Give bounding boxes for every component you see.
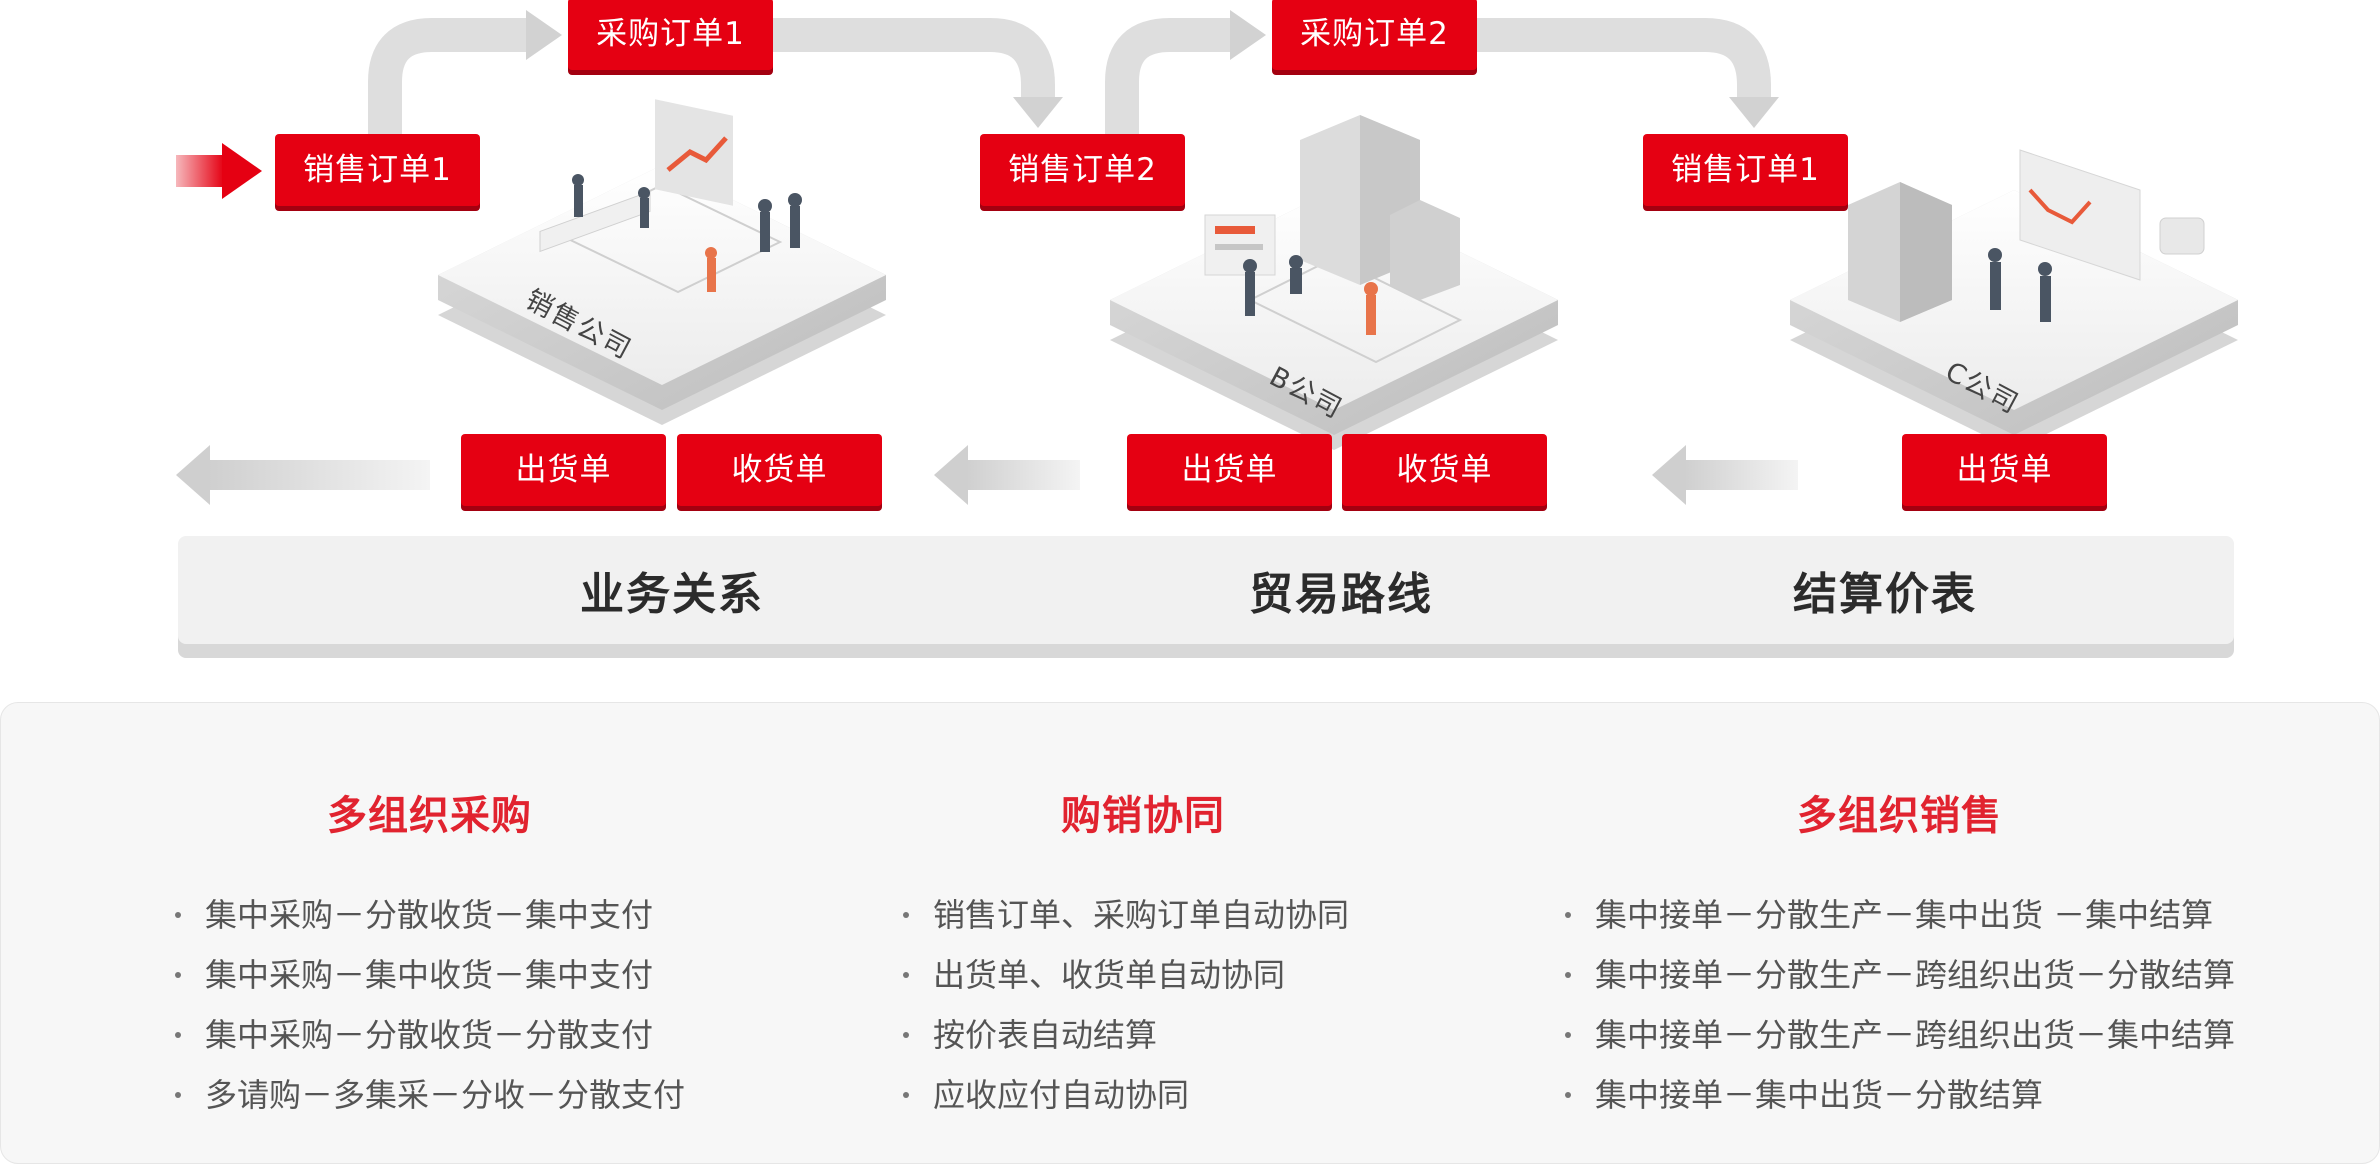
list-item: 集中接单－分散生产－集中出货 －集中结算 xyxy=(1565,885,2235,945)
list-item-text: 应收应付自动协同 xyxy=(933,1076,1190,1114)
list-item: 出货单、收货单自动协同 xyxy=(903,945,1349,1005)
list-item: 集中采购－分散收货－分散支付 xyxy=(175,1005,685,1065)
shipment-note-b-tag: 出货单 xyxy=(1127,434,1332,506)
receipt-note-b-tag: 收货单 xyxy=(1342,434,1547,506)
bullet-icon xyxy=(903,912,909,918)
bullet-icon xyxy=(175,912,181,918)
receipt-note-sales-tag: 收货单 xyxy=(677,434,882,506)
feature-list: 销售订单、采购订单自动协同 出货单、收货单自动协同 按价表自动结算 应收应付自动… xyxy=(903,885,1349,1125)
shipment-note-c-tag: 出货单 xyxy=(1902,434,2107,506)
order-flow-diagram: 销售公司 B公司 C公司 采购订单1 采购订单2 销售订单1 销售订单2 销售订… xyxy=(176,0,2238,506)
list-item: 销售订单、采购订单自动协同 xyxy=(903,885,1349,945)
feature-list: 集中采购－分散收货－集中支付 集中采购－集中收货－集中支付 集中采购－分散收货－… xyxy=(175,885,685,1125)
bullet-icon xyxy=(903,1092,909,1098)
bullet-icon xyxy=(903,1032,909,1038)
list-item: 应收应付自动协同 xyxy=(903,1065,1349,1125)
list-item-text: 销售订单、采购订单自动协同 xyxy=(933,896,1350,934)
bullet-icon xyxy=(1565,912,1571,918)
bullet-icon xyxy=(1565,972,1571,978)
feature-title: 多组织销售 xyxy=(1797,793,2002,839)
list-item: 集中采购－分散收货－集中支付 xyxy=(175,885,685,945)
list-item: 集中采购－集中收货－集中支付 xyxy=(175,945,685,1005)
category-business-relation: 业务关系 xyxy=(580,569,764,620)
list-item-text: 集中采购－集中收货－集中支付 xyxy=(205,956,654,994)
b-company-platform xyxy=(1110,115,1558,450)
list-item: 集中接单－分散生产－跨组织出货－集中结算 xyxy=(1565,1005,2235,1065)
bullet-icon xyxy=(175,972,181,978)
sales-order-1-tag: 销售订单1 xyxy=(275,134,480,206)
list-item-text: 集中接单－分散生产－跨组织出货－分散结算 xyxy=(1595,956,2236,994)
list-item-text: 多请购－多集采－分收－分散支付 xyxy=(205,1076,686,1114)
list-item-text: 集中采购－分散收货－分散支付 xyxy=(205,1016,654,1054)
list-item-text: 出货单、收货单自动协同 xyxy=(933,956,1286,994)
purchase-order-1-tag: 采购订单1 xyxy=(568,0,773,70)
bullet-icon xyxy=(1565,1092,1571,1098)
feature-title: 购销协同 xyxy=(1061,793,1225,839)
sales-order-2-tag: 销售订单2 xyxy=(980,134,1185,206)
list-item: 按价表自动结算 xyxy=(903,1005,1349,1065)
curved-arrow-heads xyxy=(526,10,1779,128)
list-item: 多请购－多集采－分收－分散支付 xyxy=(175,1065,685,1125)
list-item-text: 按价表自动结算 xyxy=(933,1016,1158,1054)
list-item-text: 集中接单－分散生产－集中出货 －集中结算 xyxy=(1595,896,2214,934)
entry-arrow-icon xyxy=(176,143,262,199)
sales-company-platform xyxy=(438,99,886,425)
curved-flow-arrows xyxy=(368,17,1771,135)
feature-title: 多组织采购 xyxy=(327,793,532,839)
return-arrow-icons xyxy=(176,445,1798,505)
list-item-text: 集中接单－分散生产－跨组织出货－集中结算 xyxy=(1595,1016,2236,1054)
category-trade-route: 贸易路线 xyxy=(1249,569,1433,620)
bullet-icon xyxy=(1565,1032,1571,1038)
bullet-icon xyxy=(175,1092,181,1098)
features-panel: 多组织采购 集中采购－分散收货－集中支付 集中采购－集中收货－集中支付 集中采购… xyxy=(0,702,2380,1164)
shipment-note-sales-tag: 出货单 xyxy=(461,434,666,506)
sales-order-1-c-tag: 销售订单1 xyxy=(1643,134,1848,206)
category-bar: 业务关系 贸易路线 结算价表 xyxy=(178,536,2234,644)
flow-illustration xyxy=(176,10,2238,505)
list-item-text: 集中采购－分散收货－集中支付 xyxy=(205,896,654,934)
bullet-icon xyxy=(903,972,909,978)
list-item-text: 集中接单－集中出货－分散结算 xyxy=(1595,1076,2044,1114)
category-settlement-price: 结算价表 xyxy=(1793,569,1977,620)
feature-list: 集中接单－分散生产－集中出货 －集中结算 集中接单－分散生产－跨组织出货－分散结… xyxy=(1565,885,2235,1125)
bullet-icon xyxy=(175,1032,181,1038)
purchase-order-2-tag: 采购订单2 xyxy=(1272,0,1477,70)
list-item: 集中接单－集中出货－分散结算 xyxy=(1565,1065,2235,1125)
list-item: 集中接单－分散生产－跨组织出货－分散结算 xyxy=(1565,945,2235,1005)
c-company-platform xyxy=(1790,149,2238,450)
